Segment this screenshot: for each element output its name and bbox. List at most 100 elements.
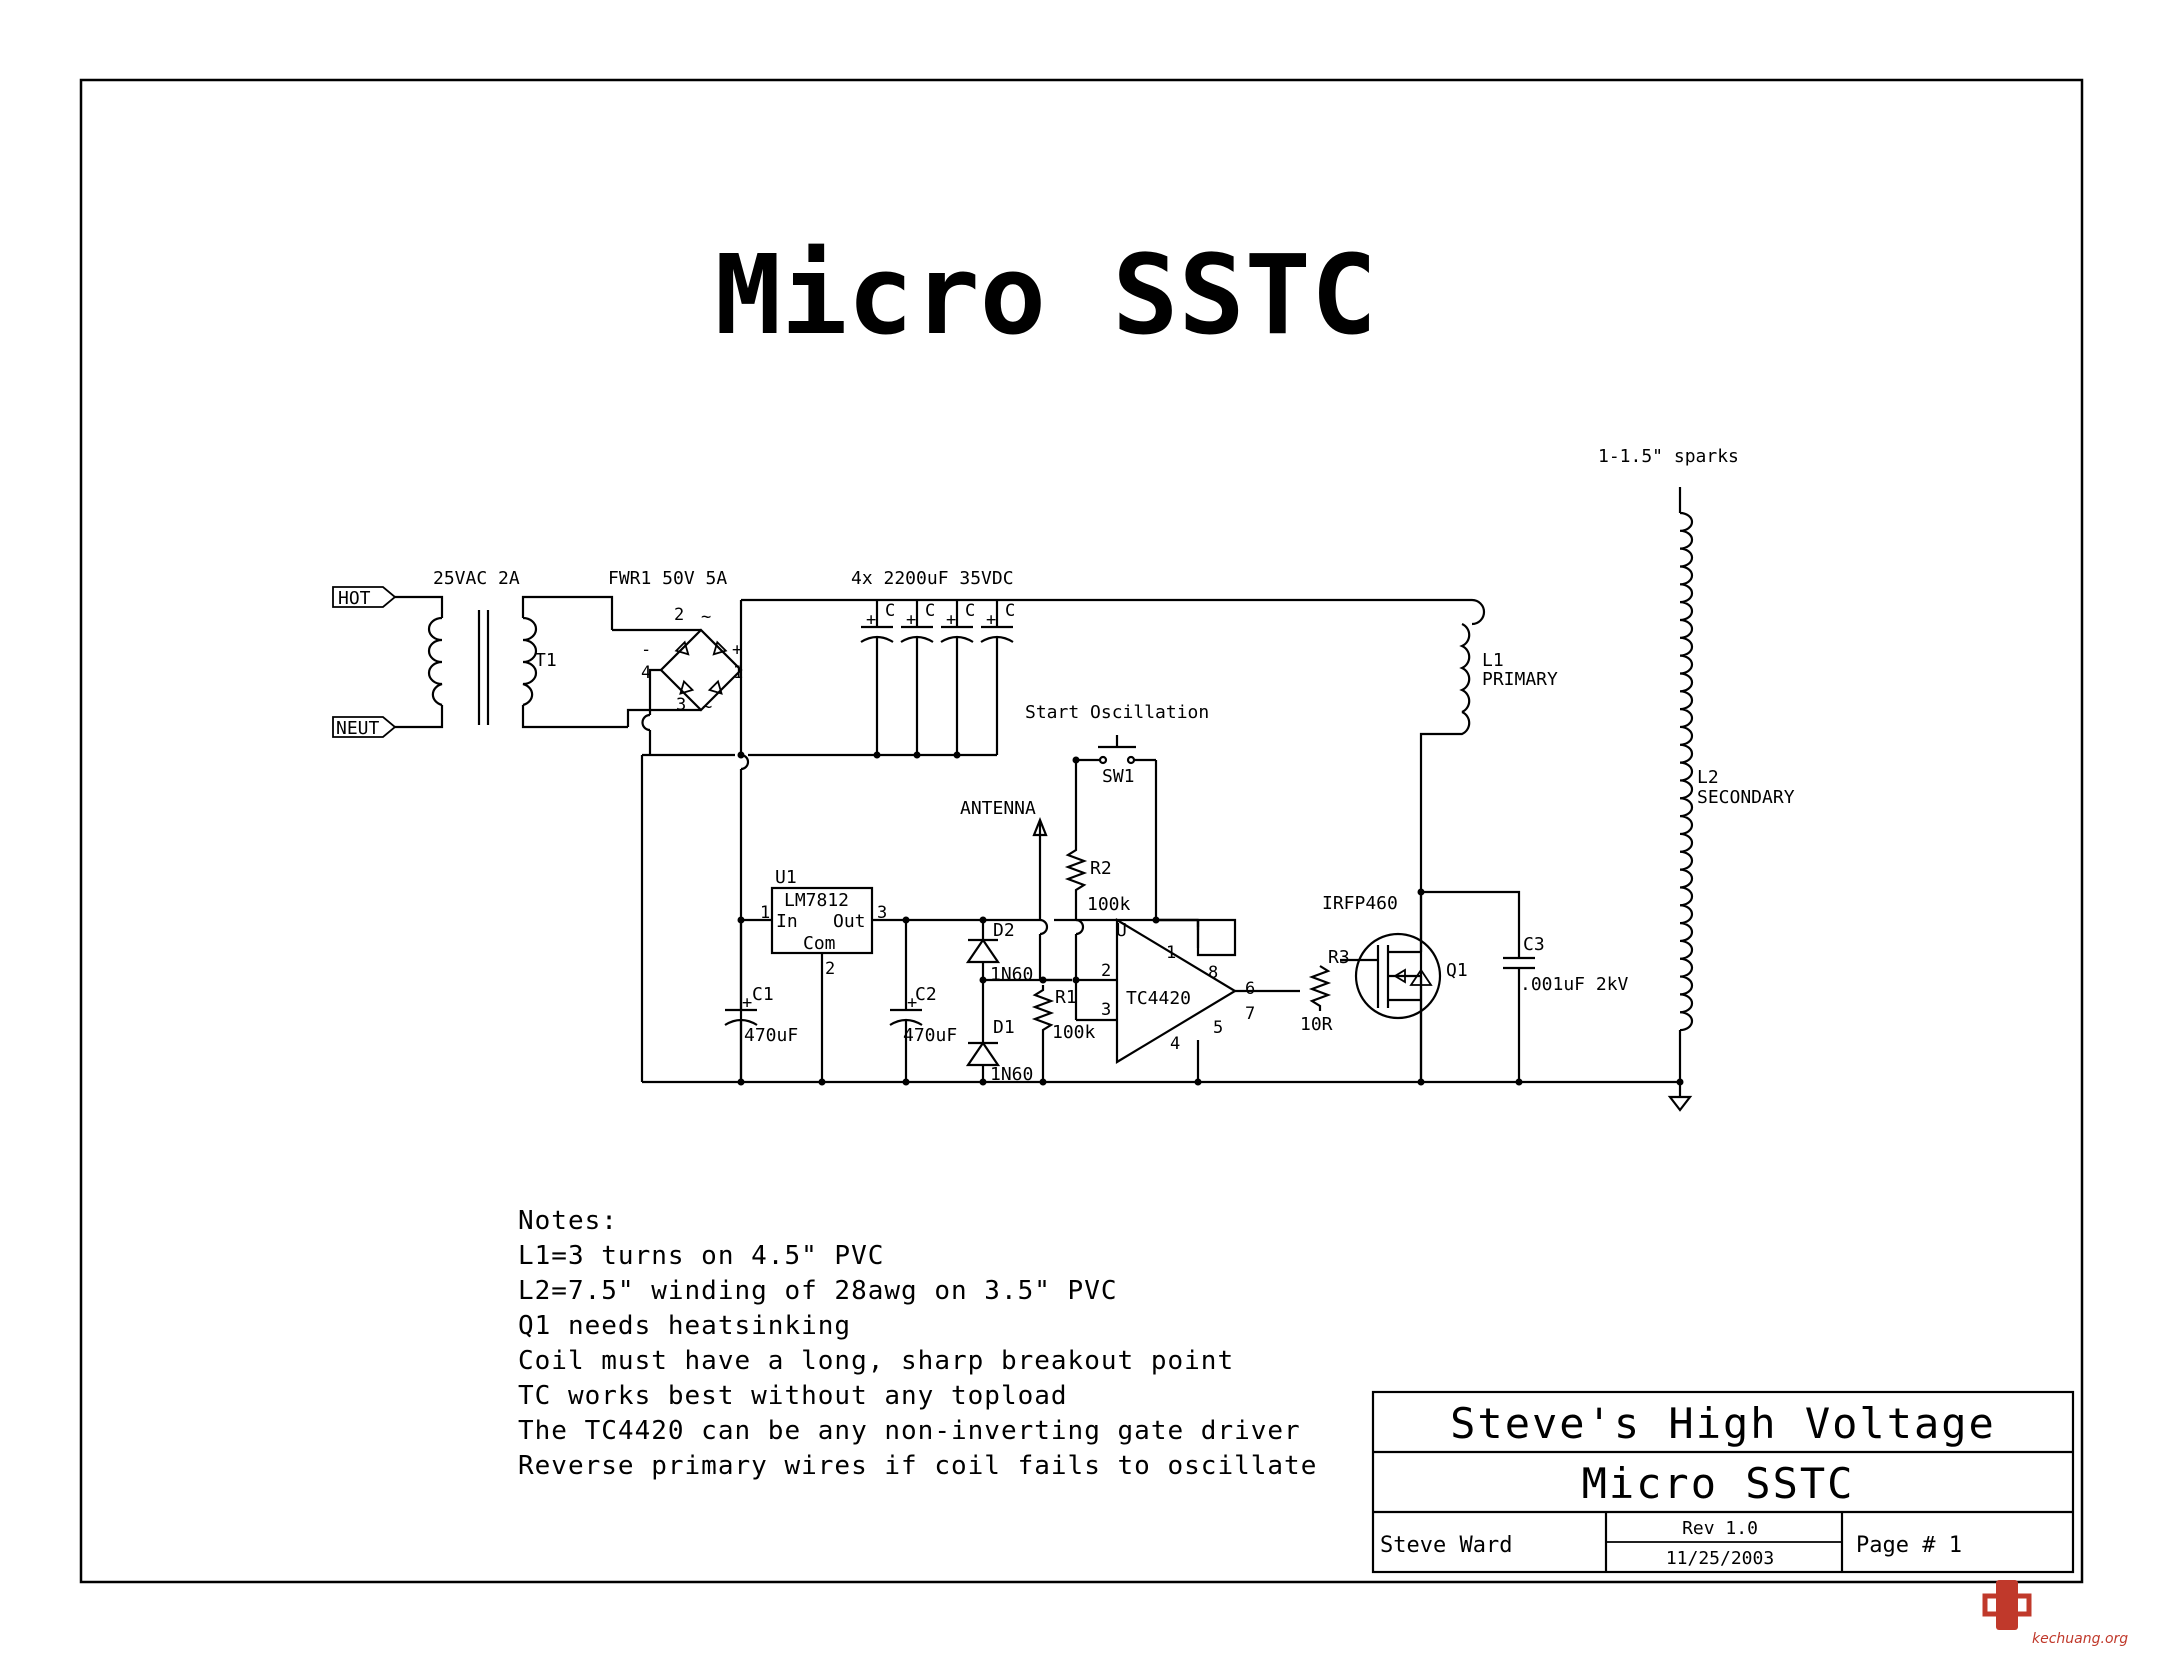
- junction-dots: [737, 751, 1684, 1086]
- watermark-url: kechuang.org: [2032, 1631, 2128, 1647]
- svg-text:FWR1 50V 5A: FWR1 50V 5A: [608, 568, 727, 589]
- svg-text:7: 7: [1245, 1004, 1255, 1024]
- svg-text:C: C: [965, 601, 975, 621]
- note-line: Coil must have a long, sharp breakout po…: [518, 1346, 1234, 1376]
- svg-text:Start Oscillation: Start Oscillation: [1025, 702, 1209, 723]
- resistor-r3: R3 10R: [1300, 947, 1350, 1035]
- watermark-logo: kechuang.org: [1982, 1580, 2128, 1647]
- svg-text:~: ~: [701, 607, 711, 627]
- svg-text:470uF: 470uF: [903, 1025, 957, 1046]
- svg-text:4: 4: [641, 663, 651, 683]
- svg-text:U: U: [1116, 920, 1127, 941]
- cap-bank: C + C + C + C +: [860, 600, 1015, 755]
- svg-text:+: +: [866, 610, 876, 630]
- svg-text:8: 8: [1208, 963, 1218, 983]
- date: 11/25/2003: [1666, 1548, 1774, 1569]
- svg-text:+: +: [732, 640, 742, 660]
- svg-text:C: C: [925, 601, 935, 621]
- svg-text:1N60: 1N60: [990, 1064, 1033, 1085]
- diode-d2: D2 1N60: [965, 920, 1033, 985]
- svg-text:25VAC 2A: 25VAC 2A: [433, 568, 520, 589]
- svg-text:1: 1: [760, 903, 770, 923]
- resistor-r2: R2 100k: [1064, 760, 1131, 980]
- svg-text:+: +: [986, 610, 996, 630]
- svg-text:4: 4: [1170, 1034, 1180, 1054]
- svg-text:L2: L2: [1697, 767, 1719, 788]
- company-name: Steve's High Voltage: [1450, 1399, 1996, 1448]
- svg-text:.001uF 2kV: .001uF 2kV: [1520, 974, 1629, 995]
- schematic-title: Micro SSTC: [715, 231, 1377, 359]
- transformer-t1: T1 25VAC 2A: [427, 568, 557, 725]
- mosfet-q1: IRFP460 Q1: [1322, 892, 1468, 1082]
- page-number: Page # 1: [1856, 1533, 1962, 1558]
- switch-sw1: Start Oscillation SW1: [1025, 702, 1209, 920]
- svg-text:D1: D1: [993, 1017, 1015, 1038]
- svg-text:C: C: [1005, 601, 1015, 621]
- svg-text:C3: C3: [1523, 934, 1545, 955]
- cap-c1: C1 + 470uF: [724, 920, 798, 1082]
- svg-text:3: 3: [676, 695, 686, 715]
- svg-text:R1: R1: [1055, 987, 1077, 1008]
- svg-text:1-1.5" sparks: 1-1.5" sparks: [1598, 446, 1739, 467]
- note-line: Q1 needs heatsinking: [518, 1311, 851, 1341]
- resistor-r1: R1 100k: [983, 978, 1096, 1082]
- svg-text:2: 2: [1101, 961, 1111, 981]
- cap-c2: C2 + 470uF: [889, 920, 957, 1082]
- svg-text:PRIMARY: PRIMARY: [1482, 669, 1558, 690]
- svg-text:C: C: [885, 601, 895, 621]
- svg-text:100k: 100k: [1087, 894, 1131, 915]
- svg-text:+: +: [946, 610, 956, 630]
- svg-text:In: In: [776, 911, 798, 932]
- svg-text:SW1: SW1: [1102, 766, 1135, 787]
- cap-c3: C3 .001uF 2kV: [1421, 890, 1629, 1082]
- svg-text:C1: C1: [752, 984, 774, 1005]
- svg-text:LM7812: LM7812: [784, 890, 849, 911]
- hot-net-label: HOT: [332, 586, 397, 609]
- svg-text:2: 2: [825, 959, 835, 979]
- note-line: Reverse primary wires if coil fails to o…: [518, 1451, 1317, 1481]
- cap-bank-label: 4x 2200uF 35VDC: [851, 568, 1014, 589]
- neut-net-label: NEUT: [332, 716, 397, 739]
- notes-heading: Notes:: [518, 1206, 618, 1236]
- ground-symbol: [1667, 1082, 1693, 1112]
- notes-block: Notes: L1=3 turns on 4.5" PVC L2=7.5" wi…: [518, 1206, 1317, 1481]
- svg-text:3: 3: [877, 903, 887, 923]
- svg-text:1: 1: [733, 663, 743, 683]
- svg-text:SECONDARY: SECONDARY: [1697, 787, 1795, 808]
- title-block: Steve's High Voltage Micro SSTC Steve Wa…: [1371, 1390, 2075, 1574]
- svg-text:C2: C2: [915, 984, 937, 1005]
- svg-text:1: 1: [1166, 943, 1176, 963]
- svg-text:10R: 10R: [1300, 1014, 1333, 1035]
- svg-text:D2: D2: [993, 920, 1015, 941]
- svg-text:1N60: 1N60: [990, 964, 1033, 985]
- svg-text:Q1: Q1: [1446, 960, 1468, 981]
- svg-text:Out: Out: [833, 911, 866, 932]
- bulk-cap-4: C +: [980, 600, 1015, 755]
- svg-text:+: +: [906, 610, 916, 630]
- svg-text:470uF: 470uF: [744, 1025, 798, 1046]
- svg-text:IRFP460: IRFP460: [1322, 893, 1398, 914]
- svg-text:~: ~: [702, 697, 712, 717]
- note-line: TC works best without any topload: [518, 1381, 1068, 1411]
- svg-text:NEUT: NEUT: [336, 718, 380, 739]
- svg-text:+: +: [907, 993, 917, 1013]
- diode-d1: D1 1N60: [965, 980, 1033, 1085]
- svg-text:T1: T1: [535, 650, 557, 671]
- revision: Rev 1.0: [1682, 1518, 1758, 1539]
- bulk-cap-2: C +: [900, 600, 935, 755]
- project-name: Micro SSTC: [1582, 1459, 1855, 1508]
- svg-text:U1: U1: [775, 867, 797, 888]
- note-line: L1=3 turns on 4.5" PVC: [518, 1241, 884, 1271]
- svg-text:3: 3: [1101, 1000, 1111, 1020]
- note-line: L2=7.5" winding of 28awg on 3.5" PVC: [518, 1276, 1118, 1306]
- svg-text:6: 6: [1245, 979, 1255, 999]
- svg-text:TC4420: TC4420: [1126, 988, 1191, 1009]
- bulk-cap-3: C +: [940, 600, 975, 755]
- author-name: Steve Ward: [1380, 1533, 1512, 1558]
- bulk-cap-1: C +: [860, 600, 895, 755]
- svg-text:100k: 100k: [1052, 1022, 1096, 1043]
- svg-text:L1: L1: [1482, 650, 1504, 671]
- svg-text:2: 2: [674, 605, 684, 625]
- svg-text:R3: R3: [1328, 947, 1350, 968]
